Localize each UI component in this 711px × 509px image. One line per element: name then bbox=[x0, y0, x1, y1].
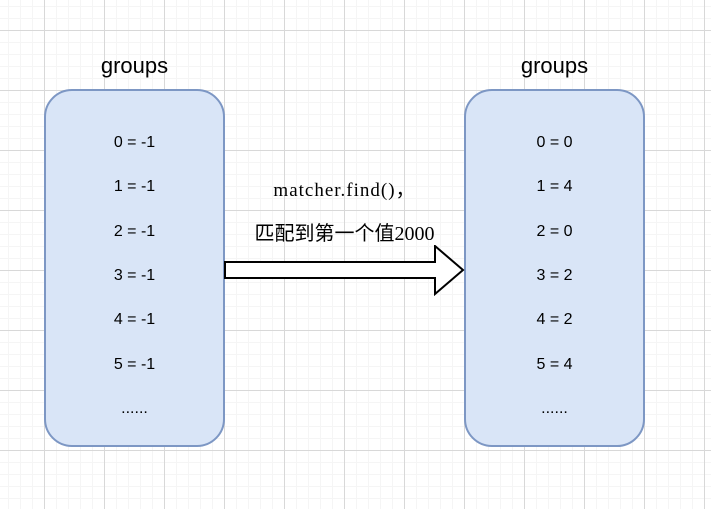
arrow-label-line2: 匹配到第一个值2000 bbox=[254, 223, 435, 245]
left-group-title: groups bbox=[100, 53, 169, 78]
group-row: 1 = 4 bbox=[536, 178, 573, 196]
right-block-arrow-icon bbox=[224, 245, 465, 296]
group-row: 4 = -1 bbox=[113, 311, 156, 329]
group-row: 0 = 0 bbox=[536, 134, 573, 151]
right-group-title: groups bbox=[520, 53, 589, 78]
group-row: 3 = 2 bbox=[536, 266, 573, 284]
group-row-ellipsis: ...... bbox=[541, 399, 568, 417]
left-group-box: 0 = -1 1 = -1 2 = -1 3 = -1 4 = -1 5 = -… bbox=[44, 89, 225, 447]
group-row-ellipsis: ...... bbox=[121, 399, 148, 417]
arrow-label-line1: matcher.find()， bbox=[273, 180, 416, 201]
group-row: 2 = 0 bbox=[536, 222, 573, 240]
group-row: 2 = -1 bbox=[113, 222, 156, 240]
group-row: 4 = 2 bbox=[536, 311, 573, 329]
group-row: 5 = -1 bbox=[113, 355, 156, 373]
group-row: 5 = 4 bbox=[536, 355, 573, 373]
group-row: 1 = -1 bbox=[113, 178, 156, 196]
arrow-label: matcher.find()， 匹配到第一个值2000 bbox=[225, 179, 464, 247]
group-row: 0 = -1 bbox=[113, 134, 156, 151]
right-group-box: 0 = 0 1 = 4 2 = 0 3 = 2 4 = 2 5 = 4 ....… bbox=[464, 89, 645, 447]
group-row: 3 = -1 bbox=[113, 266, 156, 284]
